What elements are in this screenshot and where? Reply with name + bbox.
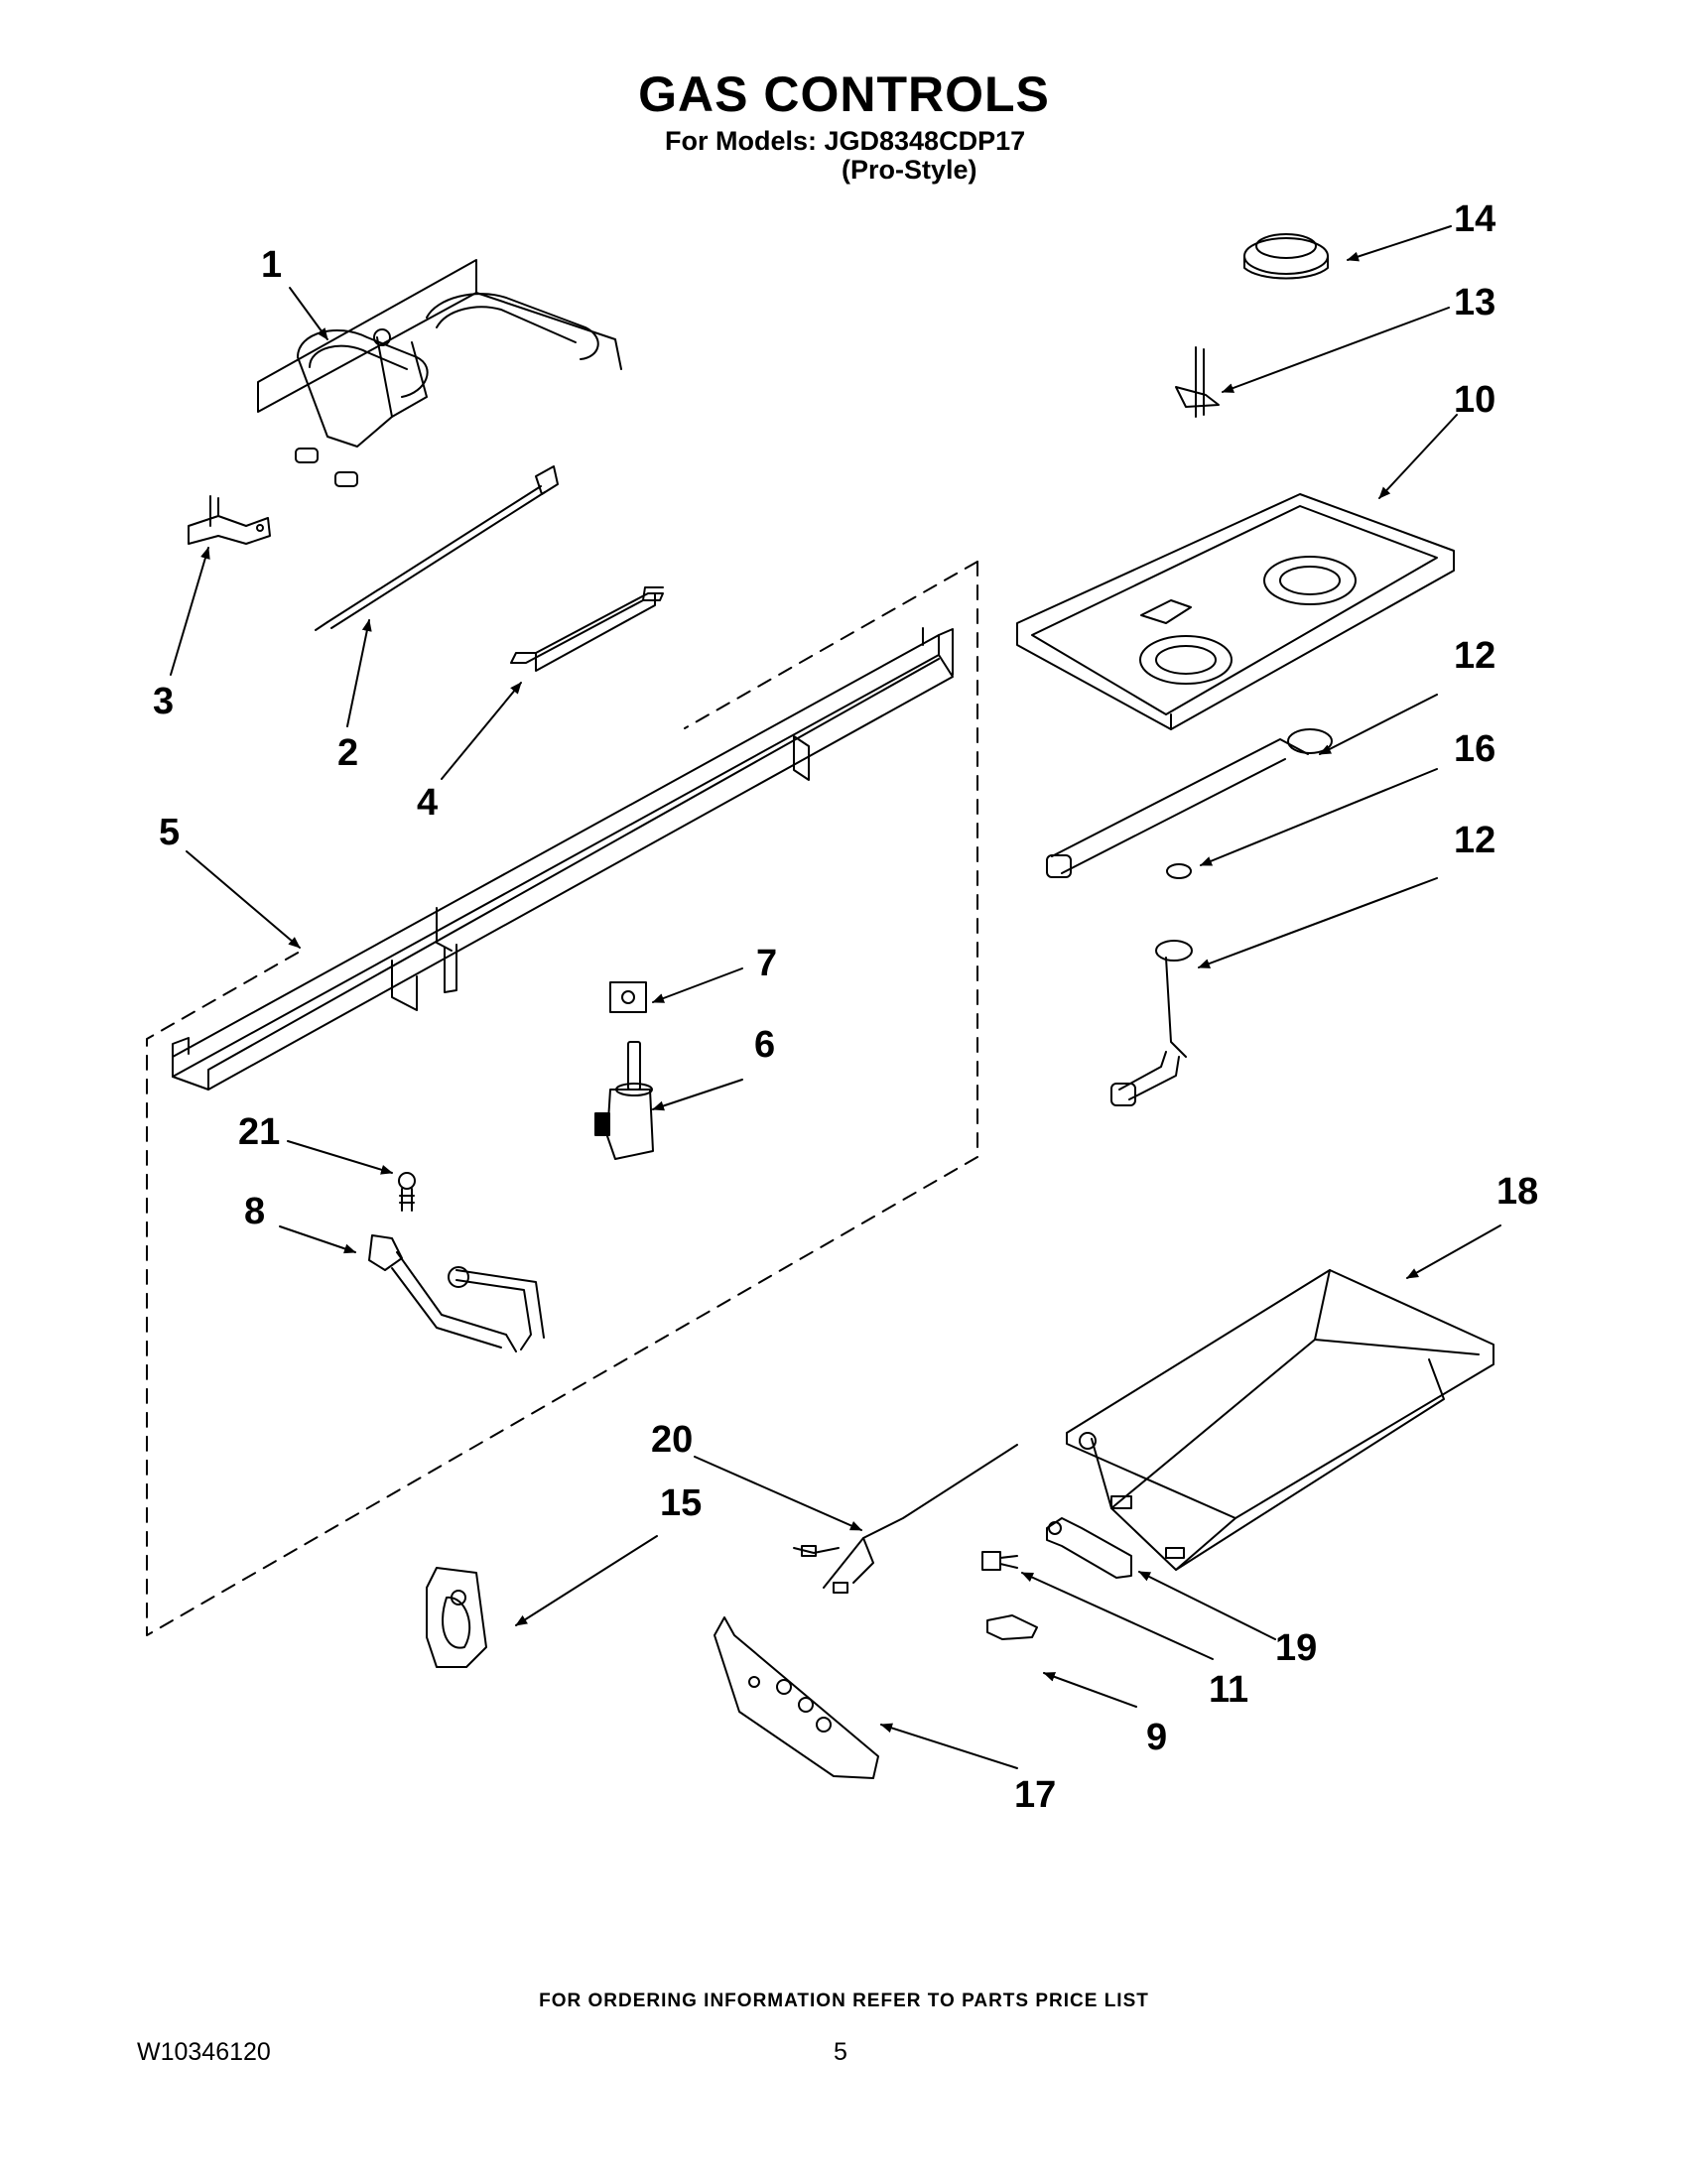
part-4-bracket — [510, 586, 664, 672]
leader-4 — [441, 682, 522, 780]
part-18-tray — [1066, 1269, 1494, 1571]
models-subtitle: For Models: JGD8348CDP17 — [665, 126, 1026, 156]
leader-6 — [652, 1079, 743, 1111]
part-15-housing — [426, 1567, 487, 1668]
callout-8: 8 — [244, 1191, 266, 1232]
leader-21 — [287, 1140, 393, 1175]
callout-16: 16 — [1454, 728, 1496, 770]
callout-12-lower: 12 — [1454, 820, 1496, 861]
leader-2 — [346, 619, 372, 727]
assembly-boundary-top — [684, 561, 978, 729]
leader-20 — [694, 1456, 862, 1531]
part-11-screw — [981, 1551, 1018, 1571]
leader-17 — [880, 1723, 1018, 1769]
part-3-bracket — [188, 495, 271, 545]
part-12-burner-tube-lower — [1110, 940, 1193, 1106]
callout-5: 5 — [159, 812, 181, 853]
part-19-bracket — [1046, 1517, 1132, 1579]
callout-3: 3 — [153, 681, 175, 722]
part-2-tube — [315, 465, 559, 631]
callout-13: 13 — [1454, 282, 1496, 323]
callout-17: 17 — [1014, 1774, 1057, 1816]
leader-14 — [1347, 225, 1452, 262]
part-10-cooktop-plate — [1016, 493, 1455, 730]
part-13-igniter — [1175, 346, 1220, 418]
callout-6: 6 — [754, 1024, 776, 1066]
leader-19 — [1138, 1571, 1276, 1640]
leader-15 — [515, 1535, 658, 1626]
leader-16 — [1200, 768, 1438, 866]
callout-12-upper: 12 — [1454, 635, 1496, 677]
leader-10 — [1378, 414, 1458, 499]
leader-8 — [279, 1225, 356, 1254]
leader-13 — [1222, 307, 1450, 393]
part-8-gas-tube — [368, 1234, 545, 1352]
callout-7: 7 — [756, 943, 778, 984]
callout-21: 21 — [238, 1111, 281, 1153]
leader-11 — [1021, 1572, 1214, 1660]
style-subtitle: (Pro-Style) — [842, 155, 977, 185]
part-5-manifold-rail — [172, 627, 954, 1091]
leader-1 — [289, 287, 328, 340]
leader-5 — [186, 850, 301, 949]
assembly-boundary — [146, 561, 978, 1636]
callout-15: 15 — [660, 1482, 703, 1524]
part-12-burner-tube-upper — [1046, 728, 1333, 878]
page-title: GAS CONTROLS — [638, 66, 1050, 122]
part-7-clip — [609, 981, 647, 1013]
callout-2: 2 — [337, 732, 359, 774]
leader-18 — [1406, 1224, 1501, 1279]
callout-14: 14 — [1454, 198, 1496, 240]
callout-18: 18 — [1496, 1171, 1539, 1213]
leader-12-upper — [1319, 694, 1438, 755]
page-number: 5 — [834, 2038, 847, 2066]
part-16-o-ring — [1166, 863, 1192, 879]
part-9-clip — [986, 1614, 1038, 1640]
callout-19: 19 — [1275, 1627, 1318, 1669]
part-17-bracket-plate — [714, 1616, 879, 1779]
part-20-wire-harness — [793, 1444, 1018, 1594]
part-6-valve — [594, 1041, 654, 1160]
leader-12-lower — [1198, 877, 1438, 968]
part-1-dual-burner — [257, 259, 622, 487]
callout-1: 1 — [261, 244, 283, 286]
part-14-burner-cap — [1243, 233, 1329, 280]
part-21-screw — [398, 1172, 416, 1212]
leader-7 — [652, 967, 743, 1003]
leader-lines — [170, 225, 1501, 1769]
callout-11: 11 — [1209, 1669, 1249, 1711]
callout-9: 9 — [1146, 1717, 1168, 1758]
callout-4: 4 — [417, 782, 439, 824]
document-number: W10346120 — [137, 2038, 271, 2066]
ordering-note: FOR ORDERING INFORMATION REFER TO PARTS … — [539, 1991, 1149, 2011]
callout-10: 10 — [1454, 379, 1496, 421]
leader-3 — [170, 547, 210, 676]
callout-20: 20 — [651, 1419, 694, 1461]
leader-9 — [1043, 1672, 1137, 1708]
